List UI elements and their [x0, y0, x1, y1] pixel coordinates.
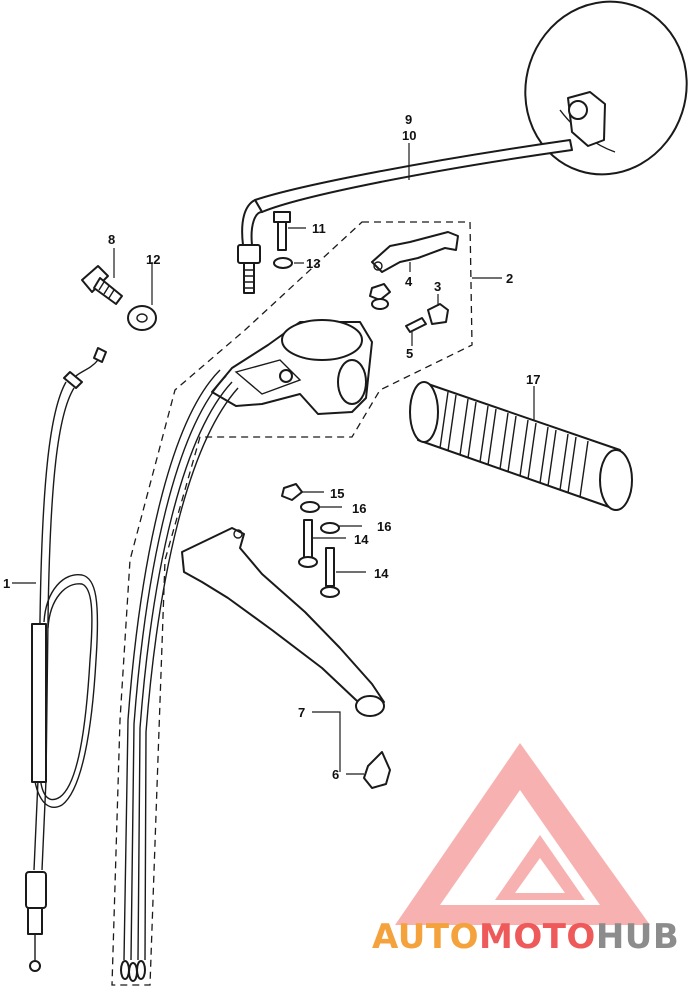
lever-holder [211, 319, 373, 415]
bracket-4 [371, 231, 459, 273]
callout-8: 8 [108, 232, 115, 247]
callout-13: 13 [306, 256, 320, 271]
callout-14-a: 14 [354, 532, 369, 547]
callout-5: 5 [406, 346, 413, 361]
watermark-hub: HUB [596, 917, 679, 957]
leader-lines [12, 143, 535, 775]
nut-15 [281, 483, 303, 501]
mirror-base-nut [237, 244, 261, 264]
clutch-lever [181, 527, 385, 713]
cable-sleeve [31, 623, 47, 783]
cable-adjuster [25, 871, 47, 909]
watermark-text: AUTOMOTOHUB [372, 917, 679, 957]
switch-wires [120, 369, 239, 982]
callout-14-b: 14 [374, 566, 389, 581]
washer-13 [273, 257, 293, 269]
mirror-stem [254, 139, 573, 213]
bolt-14-b [320, 547, 340, 598]
callout-9: 9 [405, 112, 412, 127]
callout-1: 1 [3, 576, 10, 591]
mirror [237, 0, 688, 294]
bolt-11 [273, 211, 291, 251]
callout-16-a: 16 [352, 501, 366, 516]
callout-17: 17 [526, 372, 540, 387]
callout-6: 6 [332, 767, 339, 782]
callout-15: 15 [330, 486, 344, 501]
callout-3: 3 [434, 279, 441, 294]
watermark-logo: AUTOMOTOHUB [372, 743, 679, 957]
grip-17 [409, 381, 633, 511]
locknut-12 [127, 305, 157, 331]
assembly-outline [111, 221, 473, 986]
callouts: 9 10 11 13 8 12 4 3 5 2 17 15 16 16 14 1… [3, 112, 540, 782]
mirror-head [524, 0, 688, 176]
clutch-cable [25, 347, 107, 972]
callout-12: 12 [146, 252, 160, 267]
watermark-moto: MOTO [479, 917, 596, 957]
washer-16-a [300, 501, 320, 513]
callout-10: 10 [402, 128, 416, 143]
screw-5 [405, 317, 427, 333]
clip-3 [427, 303, 449, 325]
callout-7: 7 [298, 705, 305, 720]
callout-11: 11 [312, 221, 326, 236]
callout-16-b: 16 [377, 519, 391, 534]
nut-small [369, 283, 391, 310]
callout-2: 2 [506, 271, 513, 286]
adjuster-screw-8 [81, 265, 123, 305]
pivot-cap-6 [363, 751, 391, 789]
watermark-auto: AUTO [372, 917, 479, 957]
bolt-14-a [298, 519, 318, 568]
washer-16-b [320, 522, 340, 534]
callout-4: 4 [405, 274, 413, 289]
